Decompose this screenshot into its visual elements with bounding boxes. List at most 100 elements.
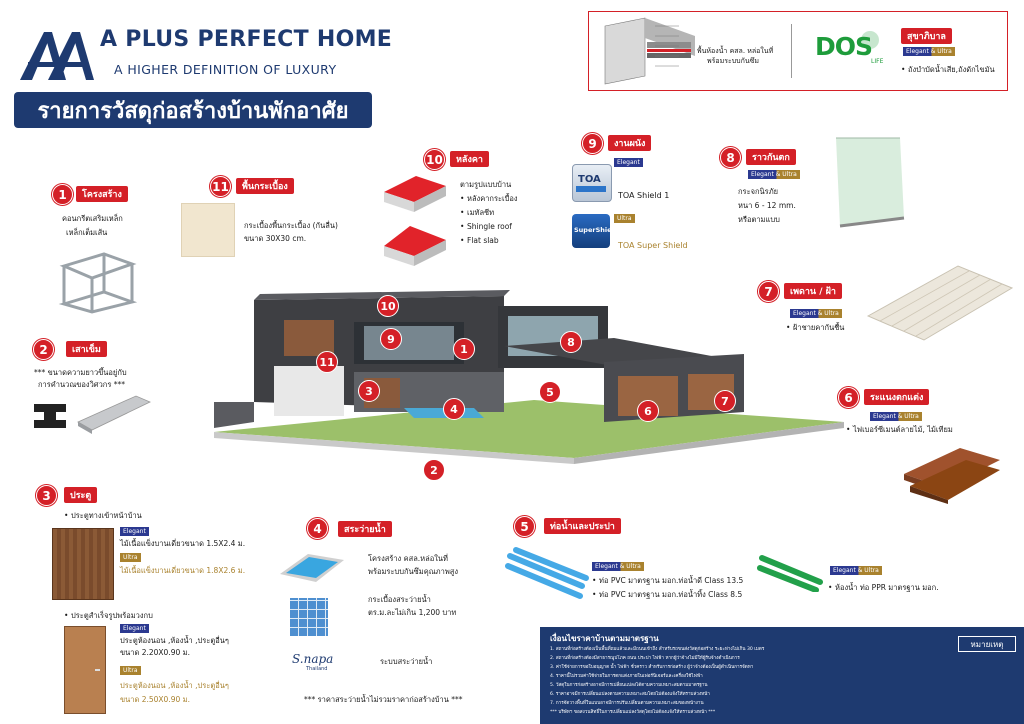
door-front-elegant: ไม้เนื้อแข็งบานเดี่ยวขนาด 1.5X2.4 ม. <box>120 539 246 548</box>
badge-sanitary: Elegant & Ultra <box>903 47 955 56</box>
badge-number-9: 9 <box>582 133 603 154</box>
tag-structure: โครงสร้าง <box>76 186 128 202</box>
door-prefab-title: ประตูสำเร็จรูปพร้อมวงกบ <box>64 610 153 621</box>
conditions-title: เงื่อนไขราคาบ้านตามมาตรฐาน <box>550 634 659 643</box>
pool-line-1: โครงสร้าง คสล.หล่อในที่ <box>368 554 448 563</box>
badge-number-11: 11 <box>210 176 231 197</box>
tag-pipes: ท่อน้ำและประปา <box>544 518 621 534</box>
brand-tagline: A HIGHER DEFINITION OF LUXURY <box>114 62 337 77</box>
toa-shield-can-image: TOA <box>570 162 612 202</box>
badge-number-2: 2 <box>33 339 54 360</box>
pool-line-5: ระบบสระว่ายน้ำ <box>380 657 433 666</box>
pool-image <box>280 554 344 582</box>
badge-number-1: 1 <box>52 184 73 205</box>
roof-gable-image <box>384 176 446 212</box>
conditions-list: 1. สถานที่ก่อสร้างต้องเป็นพื้นที่ถมแล้วแ… <box>550 647 765 715</box>
badge-number-7: 7 <box>758 281 779 302</box>
door-prefab-elegant-1: ประตูห้องนอน ,ห้องน้ำ ,ประตูอื่นๆ <box>120 636 229 645</box>
floor-tile-image <box>181 203 235 257</box>
ppr-pipe-image <box>757 555 823 592</box>
pool-price-note: *** ราคาสระว่ายน้ำไม่รวมราคาก่อสร้างบ้าน… <box>304 695 463 704</box>
pool-tile-image <box>290 598 328 636</box>
glass-railing-image <box>836 137 905 228</box>
tag-sanitary: สุขาภิบาล <box>901 28 952 44</box>
railing-line-1: กระจกนิรภัย <box>738 187 779 196</box>
house-marker-2: 2 <box>423 459 445 481</box>
door-front-title: ประตูทางเข้าหน้าบ้าน <box>64 510 142 521</box>
roof-line-1: ตามรูปแบบบ้าน <box>460 180 512 189</box>
diagram-caption-1: พื้นห้องน้ำ คสล. หล่อในที่ <box>697 47 774 55</box>
house-marker-4: 4 <box>443 398 465 420</box>
badge-number-4: 4 <box>307 518 328 539</box>
conditions-box: เงื่อนไขราคาบ้านตามมาตรฐาน หมายเหตุ 1. ส… <box>540 627 1024 724</box>
pile-image <box>77 395 151 434</box>
roof-list: หลังคากระเบื้อง เมทัลชีท Shingle roof Fl… <box>460 192 518 248</box>
pool-line-3: กระเบื้องสระว่ายน้ำ <box>368 595 431 604</box>
door-prefab-elegant-2: ขนาด 2.20X0.90 ม. <box>120 648 190 657</box>
tag-decor-slats: ระแนงตกแต่ง <box>864 389 930 405</box>
badge-number-8: 8 <box>720 147 741 168</box>
badge-elegant-door-1: Elegant <box>120 527 149 536</box>
sanitary-desc: ถังบำบัดน้ำเสีย,ถังดักไขมัน <box>901 64 995 75</box>
tag-wall: งานผนัง <box>608 135 652 151</box>
front-door-image <box>52 528 114 600</box>
door-front-ultra: ไม้เนื้อแข็งบานเดี่ยวขนาด 1.8X2.6 ม. <box>120 566 246 575</box>
pile-section-image <box>34 404 66 428</box>
tag-doors: ประตู <box>64 487 98 503</box>
house-marker-5: 5 <box>539 381 561 403</box>
house-marker-1: 1 <box>453 338 475 360</box>
tag-floor-tile: พื้นกระเบื้อง <box>236 178 294 194</box>
pool-line-2: พร้อมระบบกันซึมคุณภาพสูง <box>368 567 459 576</box>
interior-door-image <box>64 626 106 714</box>
brand-logo <box>18 26 94 82</box>
badge-elegant-wall: Elegant <box>614 158 643 167</box>
tag-piles: เสาเข็ม <box>66 341 107 357</box>
piles-line-2: การคำนวณของวิศวกร *** <box>38 380 125 389</box>
piles-line-1: *** ขนาดความยาวขึ้นอยู่กับ <box>34 368 127 377</box>
pool-line-4: ตร.ม.ละไม่เกิน 1,200 บาท <box>368 608 457 617</box>
badge-ceiling: Elegant & Ultra <box>790 309 842 318</box>
door-prefab-ultra-1: ประตูห้องนอน ,ห้องน้ำ ,ประตูอื่นๆ <box>120 681 229 690</box>
floor-tile-line-2: ขนาด 30X30 cm. <box>244 234 307 243</box>
railing-line-3: หรือตามแบบ <box>738 215 780 224</box>
steel-frame-image <box>58 252 138 314</box>
brand-name: A PLUS PERFECT HOME <box>100 27 393 52</box>
ceiling-panel-image <box>866 265 1014 341</box>
house-marker-8: 8 <box>560 331 582 353</box>
badge-ultra-door-2: Ultra <box>120 666 141 675</box>
notes-button[interactable]: หมายเหตุ <box>958 636 1016 652</box>
diagram-caption-2: พร้อมระบบกันซึม <box>707 57 759 65</box>
toa-supershield-can-image: SuperShield <box>570 212 618 250</box>
pipes-list: ท่อ PVC มาตรฐาน มอก.ท่อน้ำดี Class 13.5 … <box>592 574 743 602</box>
ceiling-desc: ฝ้าชายคากันชื้น <box>786 322 844 333</box>
tag-roof: หลังคา <box>450 151 489 167</box>
bathroom-floor-diagram <box>604 17 695 85</box>
aa-logo-icon <box>20 32 94 80</box>
badge-number-6: 6 <box>838 387 859 408</box>
tag-pool: สระว่ายน้ำ <box>338 521 392 537</box>
badge-number-5: 5 <box>514 516 535 537</box>
house-marker-7: 7 <box>714 390 736 412</box>
tag-ceiling: เพดาน / ฝ้า <box>784 283 842 299</box>
tag-railing: ราวกันตก <box>746 149 796 165</box>
badge-number-3: 3 <box>36 485 57 506</box>
wall-line-2: TOA Super Shield <box>618 241 688 250</box>
house-marker-11: 11 <box>316 351 338 373</box>
badge-railing: Elegant & Ultra <box>748 170 800 179</box>
page-banner: รายการวัสดุก่อสร้างบ้านพักอาศัย <box>14 92 372 128</box>
badge-ppr: Elegant & Ultra <box>830 566 882 575</box>
badge-number-10: 10 <box>424 149 445 170</box>
badge-ultra-wall: Ultra <box>614 214 635 223</box>
wood-slats-image <box>904 448 1000 504</box>
slats-desc: ไฟเบอร์ซีเมนต์ลายไม้, ไม้เทียม <box>846 424 953 435</box>
divider <box>791 24 792 78</box>
wall-line-1: TOA Shield 1 <box>618 191 670 200</box>
house-marker-9: 9 <box>380 328 402 350</box>
sanitary-box: พื้นห้องน้ำ คสล. หล่อในที่ พร้อมระบบกันซ… <box>588 11 1008 91</box>
house-marker-6: 6 <box>637 400 659 422</box>
dos-logo: DOS LIFE <box>815 31 884 65</box>
house-render <box>214 282 844 472</box>
structure-line-2: เหล็กเต็มเส้น <box>66 228 108 237</box>
badge-pipes: Elegant & Ultra <box>592 562 644 571</box>
structure-line-1: คอนกรีตเสริมเหล็ก <box>62 214 123 223</box>
